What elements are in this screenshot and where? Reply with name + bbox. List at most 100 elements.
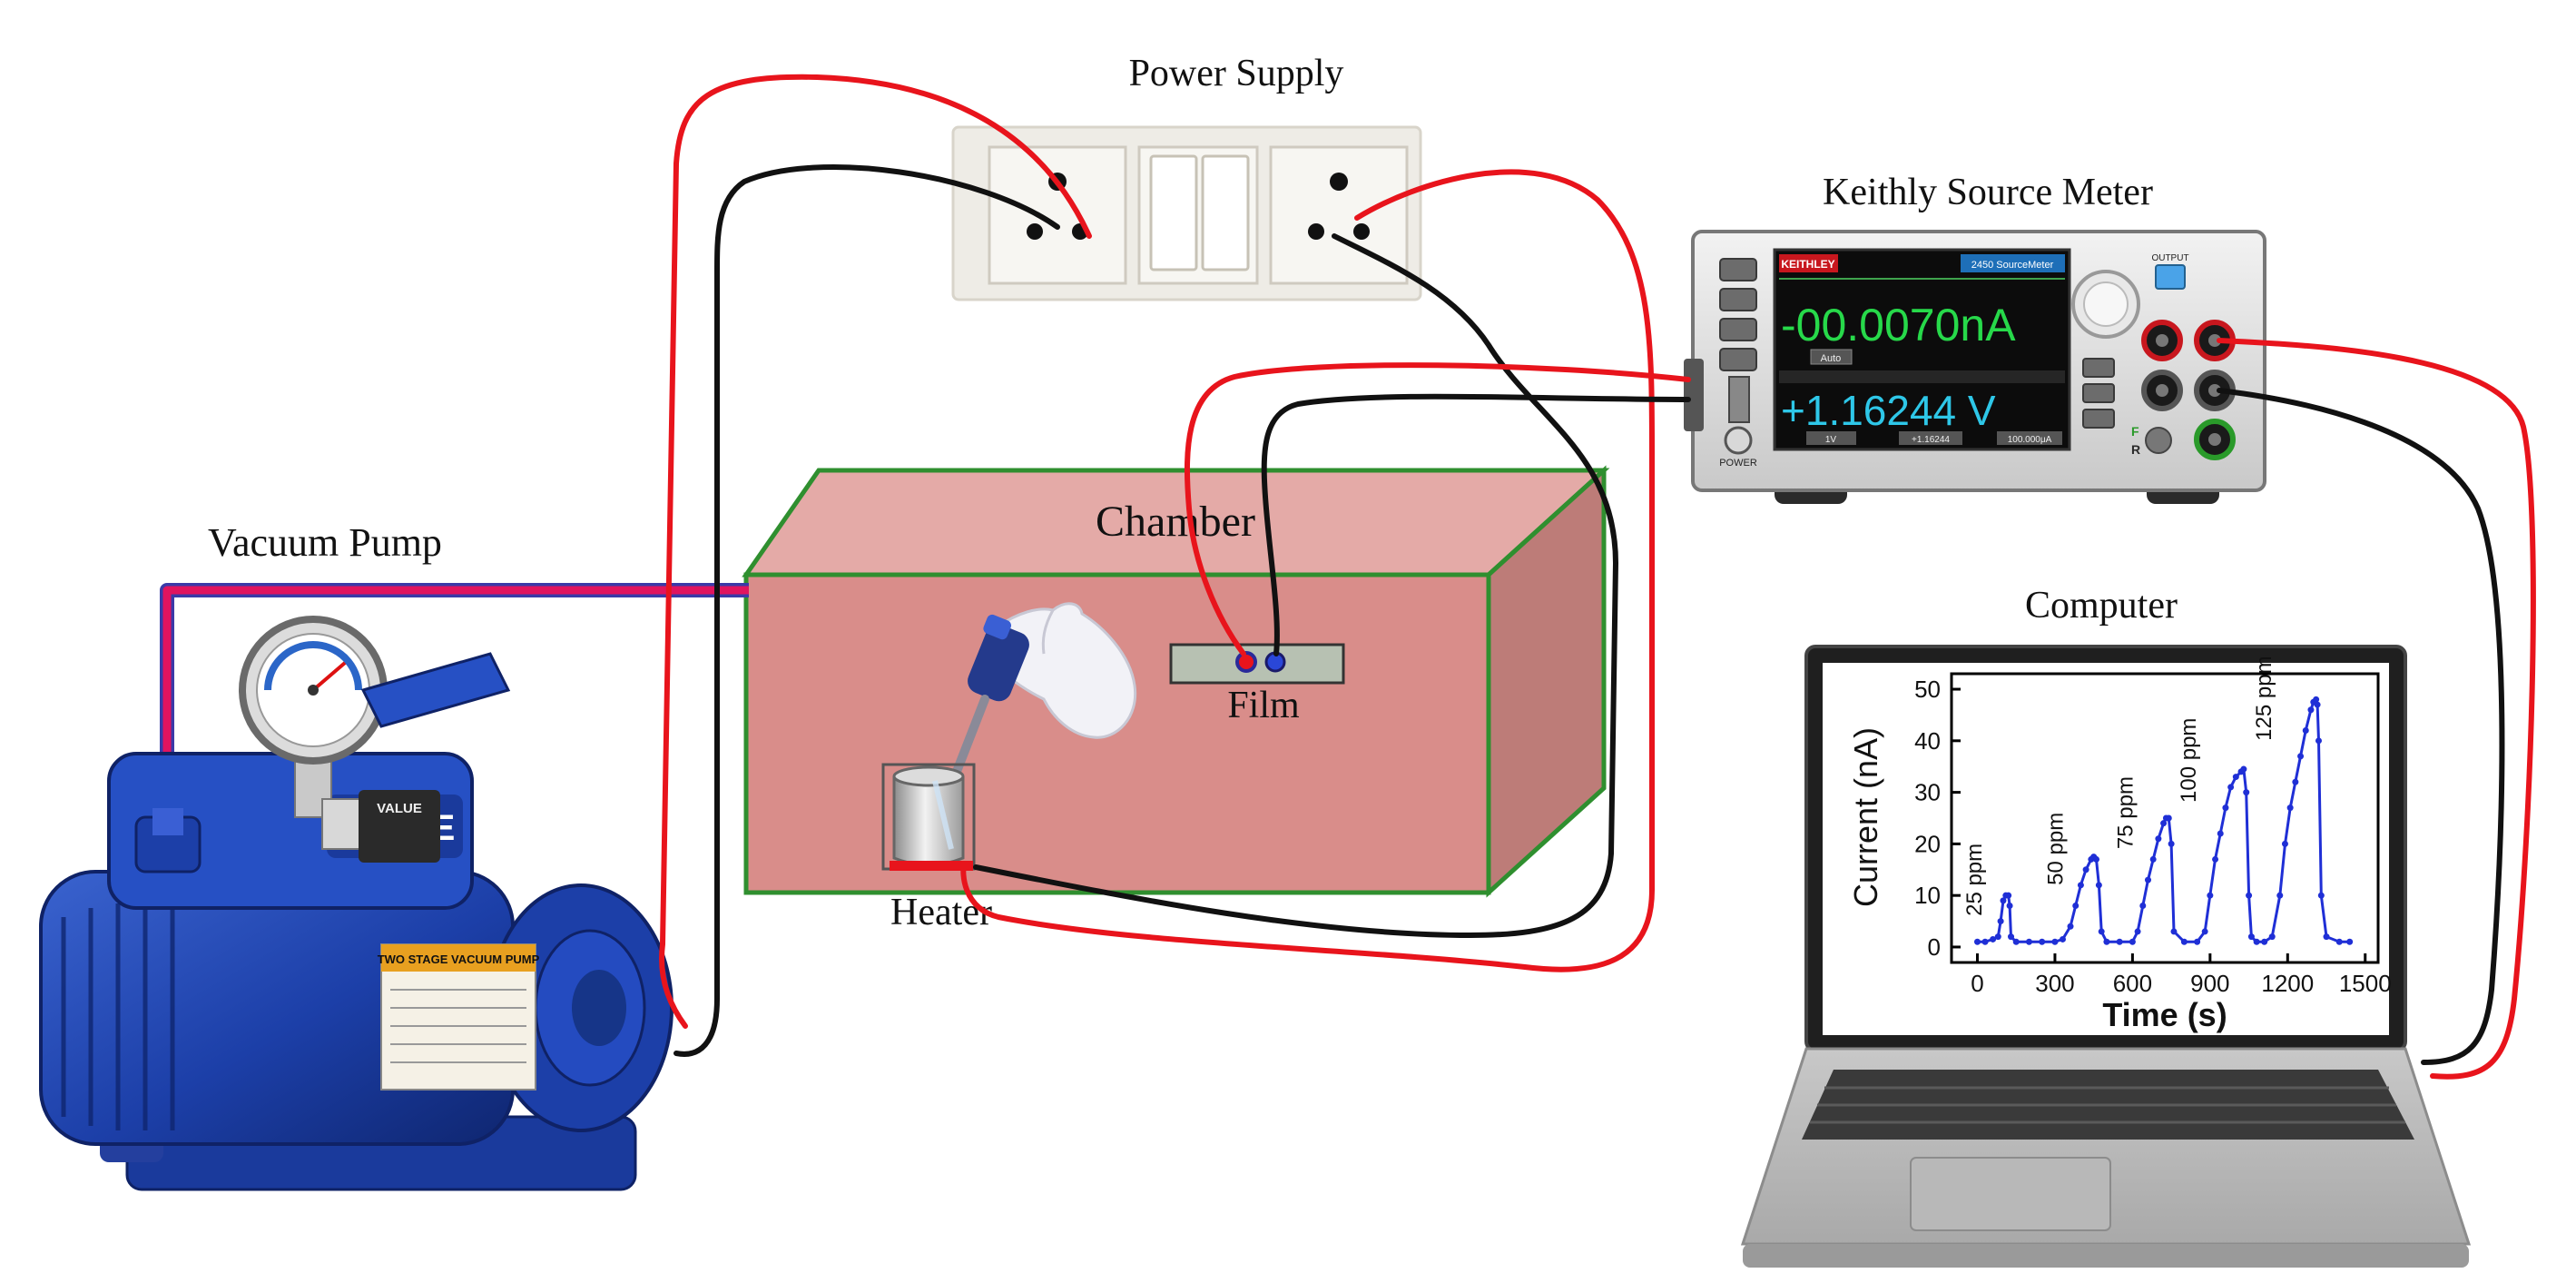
data-point-28 (2139, 903, 2147, 910)
wire-red-meter-film (1184, 362, 1691, 656)
data-point-44 (2227, 784, 2235, 791)
range-button (1810, 349, 1853, 365)
data-point-10 (2012, 938, 2020, 945)
output-label: OUTPUT (2151, 253, 2188, 263)
data-point-18 (2082, 866, 2089, 873)
data-point-4 (1997, 918, 2004, 925)
data-point-41 (2212, 855, 2219, 863)
data-point-53 (2268, 933, 2276, 941)
data-point-8 (2006, 903, 2013, 910)
wire-red-power-pump (659, 74, 1092, 1029)
data-point-9 (2008, 933, 2015, 941)
current-reading: -00.0070nA (1781, 300, 2016, 350)
data-point-66 (2323, 933, 2330, 941)
film-substrate (1169, 643, 1345, 685)
y-axis-label: Current (nA) (1847, 727, 1884, 907)
data-point-62 (2313, 696, 2320, 703)
y-tick-label-1: 10 (1914, 882, 1941, 909)
data-point-55 (2281, 840, 2288, 847)
heater-label: Heater (890, 892, 992, 933)
meter-model: 2450 SourceMeter (1971, 260, 2054, 271)
socket-left-pin-bl (1027, 223, 1043, 240)
data-point-17 (2077, 882, 2084, 889)
socket-right-pin-bl (1308, 223, 1324, 240)
keithley-brand: KEITHLEY (1781, 258, 1834, 271)
touchpad (1910, 1157, 2111, 1231)
y-tick-label-4: 40 (1914, 727, 1941, 755)
pump-nameplate-title: TWO STAGE VACUUM PUMP (378, 952, 540, 966)
data-point-35 (2168, 840, 2175, 847)
x-tick-label-3: 900 (2190, 970, 2229, 997)
data-point-25 (2116, 938, 2123, 945)
data-point-2 (1990, 935, 1997, 943)
data-point-22 (2095, 882, 2102, 889)
wiring (659, 74, 2536, 1080)
x-tick-label-4: 1200 (2261, 970, 2314, 997)
data-point-57 (2292, 778, 2299, 785)
y-tick-label-3: 30 (1914, 779, 1941, 806)
data-point-30 (2149, 855, 2157, 863)
data-point-11 (2025, 938, 2032, 945)
data-point-32 (2160, 820, 2168, 827)
data-point-56 (2286, 804, 2294, 812)
data-point-21 (2093, 855, 2100, 863)
data-point-31 (2155, 835, 2162, 843)
source-meter: Keithly Source Meter POWER KEITHLEY 2450… (1684, 172, 2266, 504)
annotation-1: 50 ppm (2043, 813, 2068, 885)
front-label: F (2131, 424, 2139, 439)
chamber-label: Chamber (1096, 498, 1255, 546)
data-point-63 (2314, 701, 2321, 708)
power-supply: Power Supply (951, 53, 1422, 301)
data-point-34 (2165, 814, 2172, 822)
annotation-2: 75 ppm (2113, 776, 2138, 849)
data-point-47 (2240, 765, 2247, 773)
data-point-45 (2232, 774, 2239, 781)
data-point-7 (2005, 892, 2012, 899)
chamber: Chamber Film Heater (742, 465, 1610, 933)
wire-black-meter-film (1261, 393, 1691, 656)
annotation-4: 125 ppm (2252, 656, 2276, 740)
trigger-button-label: 1V (1825, 435, 1837, 445)
wire-black-power-heater (973, 233, 1618, 938)
y-tick-label-0: 0 (1928, 933, 1941, 961)
valve-brand-label: VALUE (377, 801, 422, 816)
data-point-3 (1994, 933, 2001, 941)
data-point-37 (2180, 938, 2188, 945)
vacuum-pump-label: Vacuum Pump (208, 520, 442, 565)
limit-button-label: +1.16244 (1912, 435, 1950, 445)
computer-label: Computer (2025, 585, 2178, 627)
wire-black-meter-laptop (2217, 388, 2505, 1065)
data-point-24 (2103, 938, 2110, 945)
gloved-hand-pipette-icon (943, 602, 1137, 806)
annotation-0: 25 ppm (1962, 844, 1987, 916)
data-point-29 (2144, 876, 2151, 883)
power-supply-label: Power Supply (1129, 53, 1344, 94)
data-point-49 (2246, 892, 2253, 899)
data-point-16 (2072, 903, 2079, 910)
voltage-reading: +1.16244 V (1781, 387, 1996, 434)
data-point-23 (2098, 928, 2105, 935)
source-button-label: 100.000μA (2008, 435, 2052, 445)
wire-black-power-pump (673, 164, 1060, 1057)
power-label: POWER (1719, 458, 1757, 469)
data-point-48 (2243, 789, 2250, 796)
data-point-14 (2059, 935, 2066, 943)
switch-1 (1149, 154, 1198, 271)
data-point-59 (2302, 726, 2309, 734)
chamber-front-face (743, 572, 1491, 895)
data-point-0 (1973, 938, 1981, 945)
data-point-65 (2317, 892, 2325, 899)
data-point-1 (1981, 938, 1989, 945)
data-point-39 (2201, 928, 2208, 935)
data-point-12 (2039, 938, 2046, 945)
x-tick-label-2: 600 (2113, 970, 2152, 997)
data-point-43 (2222, 804, 2229, 812)
wire-red-power-heater (960, 169, 1655, 972)
range-button-label: Auto (1821, 353, 1842, 364)
wire-red-meter-laptop (2217, 338, 2536, 1080)
data-point-38 (2194, 938, 2201, 945)
socket-right-pin-br (1353, 223, 1370, 240)
